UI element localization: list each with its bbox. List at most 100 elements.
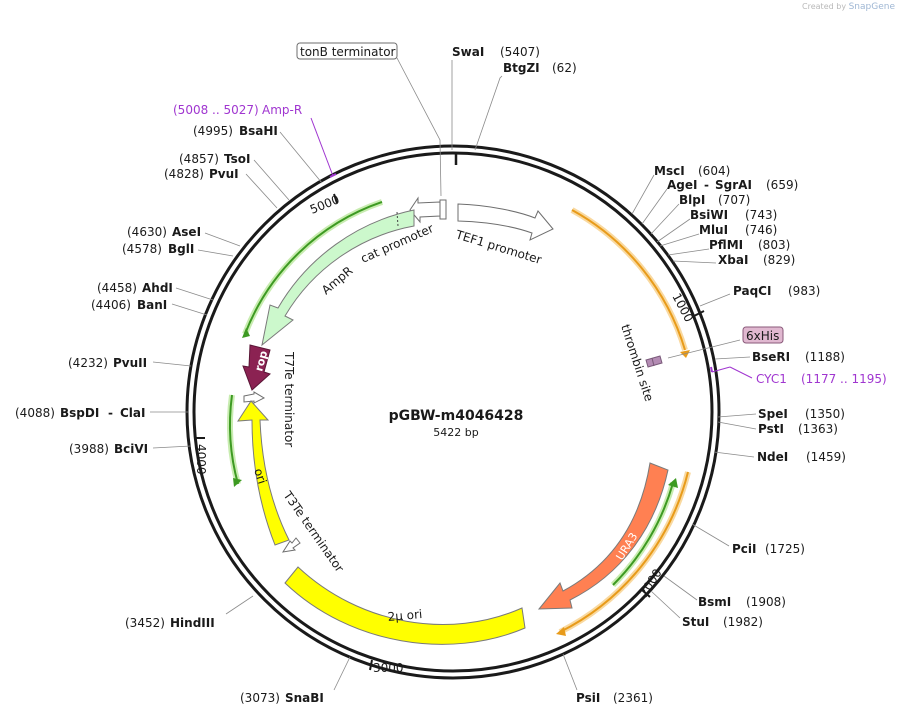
snapgene-credit: Created by SnapGene: [802, 2, 895, 12]
orf-arc-ura3: [612, 482, 674, 586]
thrombin-to-6xhis-line: [667, 339, 741, 359]
orf-arrow-bottom-right: [556, 627, 566, 636]
ampr-shape: [261, 209, 415, 347]
site-pcii: PciI (1725): [691, 523, 805, 556]
t7te-terminator-shape: [243, 391, 266, 404]
site-pvui: (4828) PvuI: [164, 167, 278, 209]
svg-text:(5407): (5407): [500, 45, 540, 59]
tonb-terminator-label: tonB terminator: [300, 45, 396, 59]
svg-text:(4857): (4857): [179, 152, 219, 166]
six-his-tag-label: 6xHis: [746, 329, 779, 343]
t7te-terminator-label: T7Te terminator: [282, 351, 296, 447]
tick-5000: 5000: [308, 192, 342, 216]
cyc1-primer-leader: [711, 366, 731, 373]
tonb-terminator-box: [296, 42, 398, 60]
amp-r-primer-leader: [310, 117, 334, 177]
svg-text:MluI: MluI: [699, 223, 728, 237]
tef1-promoter-label: TEF1 promoter: [453, 227, 543, 267]
svg-text:(707): (707): [718, 193, 750, 207]
svg-text:TsoI: TsoI: [224, 152, 250, 166]
t3te-terminator-shape: [281, 537, 301, 553]
svg-text:(746): (746): [745, 223, 777, 237]
svg-text:(4088): (4088): [15, 406, 55, 420]
site-stui: StuI (1982): [650, 590, 763, 629]
svg-text:(829): (829): [763, 253, 795, 267]
site-psti: PstI (1363): [717, 421, 838, 436]
cat-promoter-shape: [409, 196, 441, 224]
tick-label-3000: 3000: [373, 661, 404, 675]
tick-label-4000: 4000: [194, 444, 208, 475]
snapgene-logo-text: SnapGene: [848, 2, 895, 12]
svg-text:PstI: PstI: [758, 422, 784, 436]
svg-text:PvuI: PvuI: [209, 167, 239, 181]
orf-arrow-ura3: [668, 478, 678, 488]
svg-text:PsiI: PsiI: [576, 691, 600, 705]
cyc1-primer-name: CYC1: [756, 372, 787, 386]
svg-text:NdeI: NdeI: [757, 450, 788, 464]
credit-text: Created by: [802, 2, 847, 11]
t3te-terminator-label: T3Te terminator: [280, 488, 347, 575]
svg-text:BanI: BanI: [137, 298, 167, 312]
cyc1-primer-range: (1177 .. 1195): [801, 372, 887, 386]
site-pvuii: (4232) PvuII: [68, 356, 192, 370]
rop-label: rop: [252, 349, 270, 373]
site-paqci: PaqCI (983): [699, 284, 820, 307]
svg-text:(1725): (1725): [765, 542, 805, 556]
svg-text:XbaI: XbaI: [718, 253, 748, 267]
thrombin-site-shape: [645, 355, 663, 368]
site-bsiwi: BsiWI (743): [656, 208, 777, 243]
svg-text:BtgZI: BtgZI: [503, 61, 540, 75]
site-asei: (4630) AseI: [127, 225, 241, 247]
site-ndei: NdeI (1459): [713, 450, 846, 464]
svg-text:(1459): (1459): [806, 450, 846, 464]
svg-text:(3073): (3073): [240, 691, 280, 705]
svg-text:PvuII: PvuII: [113, 356, 147, 370]
tick-3000: 3000: [369, 659, 404, 675]
site-btgzi: BtgZI (62): [474, 61, 577, 151]
svg-text:-: -: [704, 178, 709, 192]
svg-text:BciVI: BciVI: [114, 442, 148, 456]
svg-text:(1188): (1188): [805, 350, 845, 364]
svg-text:(1363): (1363): [798, 422, 838, 436]
ori-label: ori: [251, 467, 269, 486]
site-blpi: BlpI (707): [650, 193, 750, 235]
orf-arc-bottom-right: [559, 471, 689, 633]
svg-text:BspDI: BspDI: [60, 406, 99, 420]
svg-text:BglI: BglI: [168, 242, 194, 256]
site-hindiii: (3452) HindIII: [125, 595, 254, 630]
svg-text:BsiWI: BsiWI: [690, 208, 728, 222]
tef1-promoter-shape: [457, 203, 554, 241]
site-snabi: (3073) SnaBI: [240, 656, 351, 705]
amp-r-primer-name: Amp-R: [262, 103, 302, 117]
orf-arrow-ampr: [242, 328, 250, 338]
svg-text:(4578): (4578): [122, 242, 162, 256]
orf-arrow-left-lower: [233, 478, 242, 487]
svg-text:(1350): (1350): [805, 407, 845, 421]
site-spei: SpeI (1350): [717, 407, 845, 421]
svg-text:-: -: [108, 406, 113, 420]
site-bani: (4406) BanI: [91, 298, 208, 316]
svg-text:PaqCI: PaqCI: [733, 284, 771, 298]
svg-text:(4232): (4232): [68, 356, 108, 370]
svg-text:SnaBI: SnaBI: [285, 691, 324, 705]
site-psii: PsiI (2361): [562, 653, 653, 705]
site-bgli: (4578) BglI: [122, 242, 234, 257]
cat-promoter-stub: [439, 199, 447, 220]
svg-text:(743): (743): [745, 208, 777, 222]
six-his-tag-box: [742, 326, 784, 344]
svg-text:AgeI: AgeI: [667, 178, 697, 192]
site-bcivi: (3988) BciVI: [69, 442, 192, 456]
svg-text:(4406): (4406): [91, 298, 131, 312]
site-tsoi: (4857) TsoI: [179, 152, 290, 201]
amp-r-primer-range: (5008 .. 5027): [173, 103, 259, 117]
site-ahdi: (4458) AhdI: [97, 281, 214, 301]
svg-text:StuI: StuI: [682, 615, 709, 629]
plasmid-name: pGBW-m4046428: [389, 408, 524, 424]
svg-text:PciI: PciI: [732, 542, 757, 556]
svg-text:HindIII: HindIII: [170, 616, 215, 630]
svg-text:BsaHI: BsaHI: [239, 124, 278, 138]
svg-text:(62): (62): [552, 61, 577, 75]
tick-4000: 4000: [194, 437, 208, 475]
svg-text:(604): (604): [698, 164, 730, 178]
rop-shape: [242, 344, 271, 391]
